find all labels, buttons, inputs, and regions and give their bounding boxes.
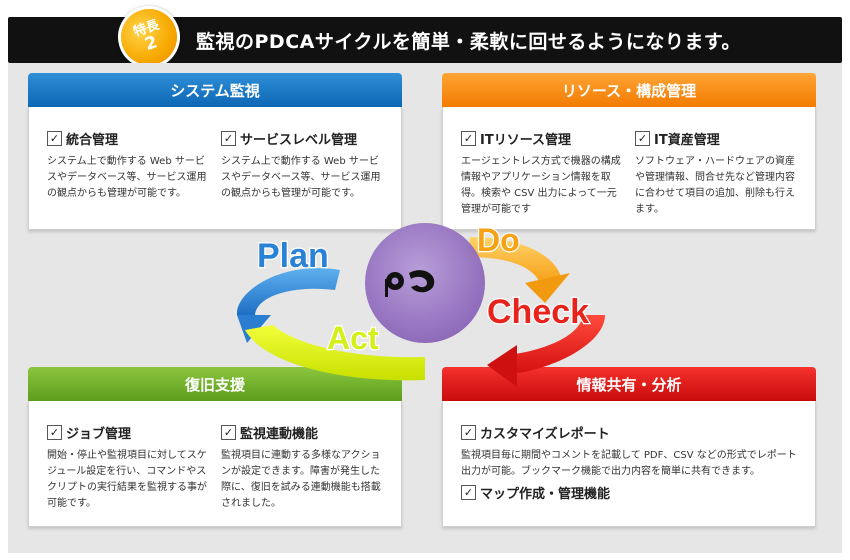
feature-title: マップ作成・管理機能 [480,487,611,502]
check-icon: ✓ [461,131,476,146]
check-icon: ✓ [461,425,476,440]
center-sphere [365,223,485,343]
card-title: リソース・構成管理 [442,73,816,107]
check-icon: ✓ [221,425,236,440]
feature-desc: システム上で動作する Web サービスやデータベース等、サービス運用の観点からも… [221,156,381,199]
feature-item: ✓ IT資産管理 ソフトウェア・ハードウェアの資産や管理情報、問合せ先など管理内容… [635,129,797,218]
check-icon: ✓ [461,485,476,500]
feature-item: ✓ カスタマイズレポート 監視項目毎に期間やコメントを記載して PDF、CSV な… [461,423,801,480]
do-label: Do [477,222,520,258]
do-arc [467,237,561,281]
feature-item: ✓ ITリソース管理 エージェントレス方式で機器の構成情報やアプリケーション情報を… [461,129,623,218]
check-arc [505,315,605,375]
do-arrowhead [525,273,570,303]
card-body: ✓ ジョブ管理 開始・停止や監視項目に対してスケジュール設定を行い、コマンドやスク… [28,401,402,527]
feature-title: 統合管理 [66,133,119,148]
feature-desc: 監視項目毎に期間やコメントを記載して PDF、CSV などの形式でレポート出力が… [461,450,797,477]
feature-title: カスタマイズレポート [480,427,610,442]
card-title: システム監視 [28,73,402,107]
badge-number: 2 [142,32,160,55]
check-icon: ✓ [47,425,62,440]
check-arrowhead [487,345,517,387]
feature-desc: ソフトウェア・ハードウェアの資産や管理情報、問合せ先など管理内容に合わせて項目の… [635,156,795,215]
feature-desc: システム上で動作する Web サービスやデータベース等、サービス運用の観点からも… [47,156,207,199]
check-label: Check [487,293,589,331]
card-info-sharing: 情報共有・分析 ✓ カスタマイズレポート 監視項目毎に期間やコメントを記載して P… [442,367,816,527]
plan-arc [236,268,340,315]
feature-item: ✓ ジョブ管理 開始・停止や監視項目に対してスケジュール設定を行い、コマンドやスク… [47,423,209,512]
card-title: 情報共有・分析 [442,367,816,401]
check-icon: ✓ [47,131,62,146]
act-label: Act [327,320,379,356]
feature-item: ✓ サービスレベル管理 システム上で動作する Web サービスやデータベース等、サ… [221,129,383,202]
feature-title: ジョブ管理 [66,427,132,442]
act-arc [245,325,425,381]
feature-desc: 監視項目に連動する多様なアクションが設定できます。障害が発生した際に、復旧を試み… [221,450,381,509]
check-icon: ✓ [221,131,236,146]
pc-logo-icon [385,270,435,297]
card-recovery-support: 復旧支援 ✓ジョブ管理 開始・停止や監視項目に対してスケジュール設定を行い、コマ… [28,367,402,527]
card-body: ✓ カスタマイズレポート 監視項目毎に期間やコメントを記載して PDF、CSV な… [442,401,816,527]
feature-desc: 開始・停止や監視項目に対してスケジュール設定を行い、コマンドやスクリプトの実行結… [47,450,207,509]
page-title: 監視のPDCAサイクルを簡単・柔軟に回せるようになります。 [196,31,741,53]
card-body: ✓ ITリソース管理 エージェントレス方式で機器の構成情報やアプリケーション情報を… [442,107,816,230]
feature-title: 監視連動機能 [240,427,319,442]
feature-item: ✓ 監視連動機能 監視項目に連動する多様なアクションが設定できます。障害が発生した… [221,423,383,512]
feature-desc: エージェントレス方式で機器の構成情報やアプリケーション情報を取得。検索や CSV… [461,156,621,215]
feature-title: サービスレベル管理 [240,133,358,148]
feature-title: ITリソース管理 [480,133,572,148]
feature-item: ✓ マップ作成・管理機能 [461,483,623,502]
card-resource-config: リソース・構成管理 ✓ ITリソース管理 エージェントレス方式で機器の構成情報やア… [442,73,816,230]
plan-label: Plan [257,237,329,275]
pdca-cycle-diagram: Plan Do Check Act [236,221,605,387]
card-system-monitoring: システム監視 ✓ 統合管理 システム上で動作する Web サービスやデータベース等… [28,73,402,230]
check-icon: ✓ [635,131,650,146]
feature-title: IT資産管理 [654,133,720,148]
feature-item: ✓ 統合管理 システム上で動作する Web サービスやデータベース等、サービス運用… [47,129,209,202]
card-body: ✓ 統合管理 システム上で動作する Web サービスやデータベース等、サービス運用… [28,107,402,230]
